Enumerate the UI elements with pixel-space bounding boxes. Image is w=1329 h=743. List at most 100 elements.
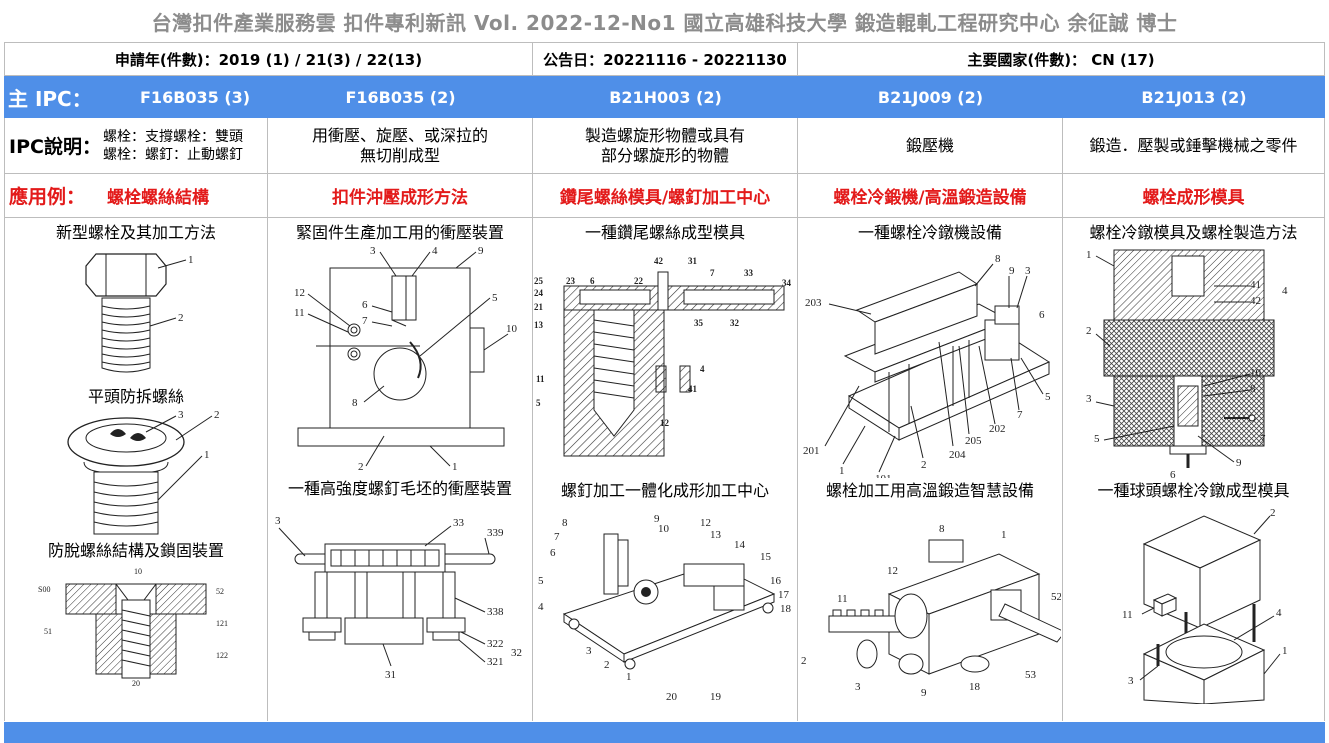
header-label-1: 1 (839, 465, 845, 477)
ipc-description-label: IPC說明： (9, 136, 101, 158)
meta-row: 申請年(件數)：2019 (1) / 21(3) / 22(13) 公告日：20… (4, 42, 1325, 76)
anti-loose-label-122: 122 (216, 651, 228, 660)
patent-title-fastener-press: 緊固件生產加工用的衝壓裝置 (295, 223, 504, 242)
patent-title-cold-heading-mold: 螺栓冷鐓模具及螺栓製造方法 (1089, 223, 1298, 242)
forging-label-3: 3 (855, 681, 861, 693)
machining-label-1: 1 (626, 671, 632, 683)
drill-label-7: 7 (710, 268, 715, 278)
drill-label-24: 24 (534, 288, 544, 298)
drill-label-23: 23 (566, 276, 576, 286)
stamping-label-3: 3 (370, 246, 376, 257)
ipc-description-1-line1: 螺栓：支撐螺栓：雙頭 (102, 128, 243, 145)
machining-label-15: 15 (760, 551, 772, 563)
drawings-col-4: 一種螺栓冷鐓機設備 8 9 3 203 6 5 (798, 218, 1063, 721)
header-label-2: 2 (921, 459, 927, 471)
mold-label-5: 5 (1094, 433, 1100, 445)
blank-press-drawing: 3 33 339 338 322 321 32 31 (275, 515, 522, 681)
patent-title-high-strength-press: 一種高強度螺釘毛坯的衝壓裝置 (287, 479, 512, 498)
application-row: 應用例： 螺栓螺絲結構 扣件沖壓成形方法 鑽尾螺絲模具/螺釘加工中心 螺栓冷鍛機… (4, 174, 1325, 218)
press-label-3: 3 (275, 515, 281, 527)
page-title: 台灣扣件產業服務雲 扣件專利新訊 Vol. 2022-12-No1 國立高雄科技… (151, 10, 1178, 35)
press-label-33: 33 (453, 517, 465, 529)
patent-title-hot-forging: 螺栓加工用高溫鍛造智慧設備 (825, 481, 1034, 500)
ipc-description-4: 鍛壓機 (798, 118, 1063, 173)
header-label-101: 101 (875, 473, 892, 478)
ball-label-1: 1 (1282, 645, 1288, 657)
drill-label-34: 34 (782, 278, 792, 288)
stamping-device-drawing: 3 4 9 12 11 6 7 5 10 8 2 1 (294, 246, 518, 473)
stamping-label-11: 11 (294, 307, 305, 319)
machining-label-20: 20 (666, 691, 678, 703)
publication-date: 公告日：20221116 - 20221130 (533, 43, 798, 75)
ipc-description-2: 用衝壓、旋壓、或深拉的 無切削成型 (268, 118, 533, 173)
hot-forging-drawing: 8 1 12 11 52 2 3 9 18 53 (801, 523, 1061, 699)
header-label-201: 201 (803, 445, 820, 457)
press-label-31: 31 (385, 669, 396, 681)
mold-label-4: 4 (1282, 285, 1288, 297)
drawings-col-1: 新型螺栓及其加工方法 1 2 平頭防拆螺絲 (4, 218, 268, 721)
stamping-label-10: 10 (506, 323, 518, 335)
ipc-description-1: 螺栓：支撐螺栓：雙頭 螺栓：螺釘：止動螺釘 (103, 128, 243, 164)
stamping-label-5: 5 (492, 292, 498, 304)
drill-label-13: 13 (534, 320, 544, 330)
forging-label-18: 18 (969, 681, 981, 693)
drawings-row: 新型螺栓及其加工方法 1 2 平頭防拆螺絲 (4, 218, 1325, 721)
cold-heading-mold-drawing: 1 41 4 42 2 10 8 3 7 5 9 6 (1086, 249, 1288, 478)
anti-loose-label-500: S00 (38, 585, 50, 594)
stamping-label-9: 9 (478, 246, 484, 257)
mold-label-1: 1 (1086, 249, 1092, 261)
machining-label-13: 13 (710, 529, 722, 541)
anti-loose-screw-drawing: S00 52 121 122 51 20 10 (38, 567, 228, 688)
drill-label-33: 33 (744, 268, 754, 278)
mold-label-7: 7 (1260, 433, 1266, 445)
header-label-203: 203 (805, 297, 822, 309)
flathead-label-3: 3 (178, 410, 184, 421)
patent-table: 申請年(件數)：2019 (1) / 21(3) / 22(13) 公告日：20… (4, 42, 1325, 721)
ipc-description-5: 鍛造．壓製或錘擊機械之零件 (1063, 118, 1325, 173)
mold-label-6: 6 (1170, 469, 1176, 478)
drawings-col-2: 緊固件生產加工用的衝壓裝置 3 4 9 12 11 6 (268, 218, 533, 721)
drill-label-25: 25 (534, 276, 544, 286)
application-3: 鑽尾螺絲模具/螺釘加工中心 (533, 174, 798, 217)
press-label-338: 338 (487, 606, 504, 618)
drill-label-42: 42 (654, 256, 664, 266)
flathead-label-2: 2 (214, 410, 220, 421)
stamping-label-4: 4 (432, 246, 438, 257)
patent-title-screw-machining-center: 螺釘加工一體化成形加工中心 (560, 481, 769, 500)
main-countries: 主要國家(件數)： CN (17) (798, 43, 1325, 75)
anti-loose-label-10: 10 (134, 567, 142, 576)
ipc-code-4: B21J009 (2) (877, 87, 984, 107)
forging-label-2: 2 (801, 655, 807, 667)
drill-label-12: 12 (660, 418, 670, 428)
patent-title-cold-header: 一種螺栓冷鐓機設備 (857, 223, 1002, 242)
mold-label-10: 10 (1250, 367, 1262, 379)
press-label-339: 339 (487, 527, 504, 539)
drawings-col-3: 一種鑽尾螺絲成型模具 (533, 218, 798, 721)
stamping-label-12: 12 (294, 287, 305, 299)
press-label-321: 321 (487, 656, 504, 668)
machining-label-16: 16 (770, 575, 782, 587)
machining-label-3: 3 (586, 645, 592, 657)
forging-label-53: 53 (1025, 669, 1037, 681)
drill-label-11: 11 (536, 374, 545, 384)
ipc-description-row: IPC說明： 螺栓：支撐螺栓：雙頭 螺栓：螺釘：止動螺釘 用衝壓、旋壓、或深拉的… (4, 118, 1325, 174)
drill-screw-mold-drawing: 25 23 6 22 42 31 7 33 34 24 21 13 35 32 … (534, 256, 792, 457)
bolt-drawing: 1 2 (85, 253, 194, 373)
flathead-label-1: 1 (204, 449, 210, 461)
stamping-label-6: 6 (362, 299, 368, 311)
machining-label-6: 6 (550, 547, 556, 559)
patent-title-ball-head-mold: 一種球頭螺栓冷鐓成型模具 (1097, 481, 1290, 500)
bolt-label-1: 1 (188, 254, 194, 266)
header-label-205: 205 (965, 435, 982, 447)
ipc-row: 主 IPC： F16B035 (3) F16B035 (2) B21H003 (… (4, 76, 1325, 118)
drill-label-31: 31 (688, 256, 698, 266)
anti-loose-label-52: 52 (216, 587, 224, 596)
ball-label-2: 2 (1270, 507, 1276, 519)
application-1: 螺栓螺絲結構 (107, 188, 210, 208)
press-label-32: 32 (511, 647, 522, 659)
header-label-5: 5 (1045, 391, 1051, 403)
ipc-description-1-line2: 螺栓：螺釘：止動螺釘 (102, 146, 243, 163)
drill-label-22: 22 (634, 276, 644, 286)
patent-title-flathead: 平頭防拆螺絲 (87, 387, 184, 406)
ipc-description-cell-1: IPC說明： 螺栓：支撐螺栓：雙頭 螺栓：螺釘：止動螺釘 (4, 118, 268, 173)
